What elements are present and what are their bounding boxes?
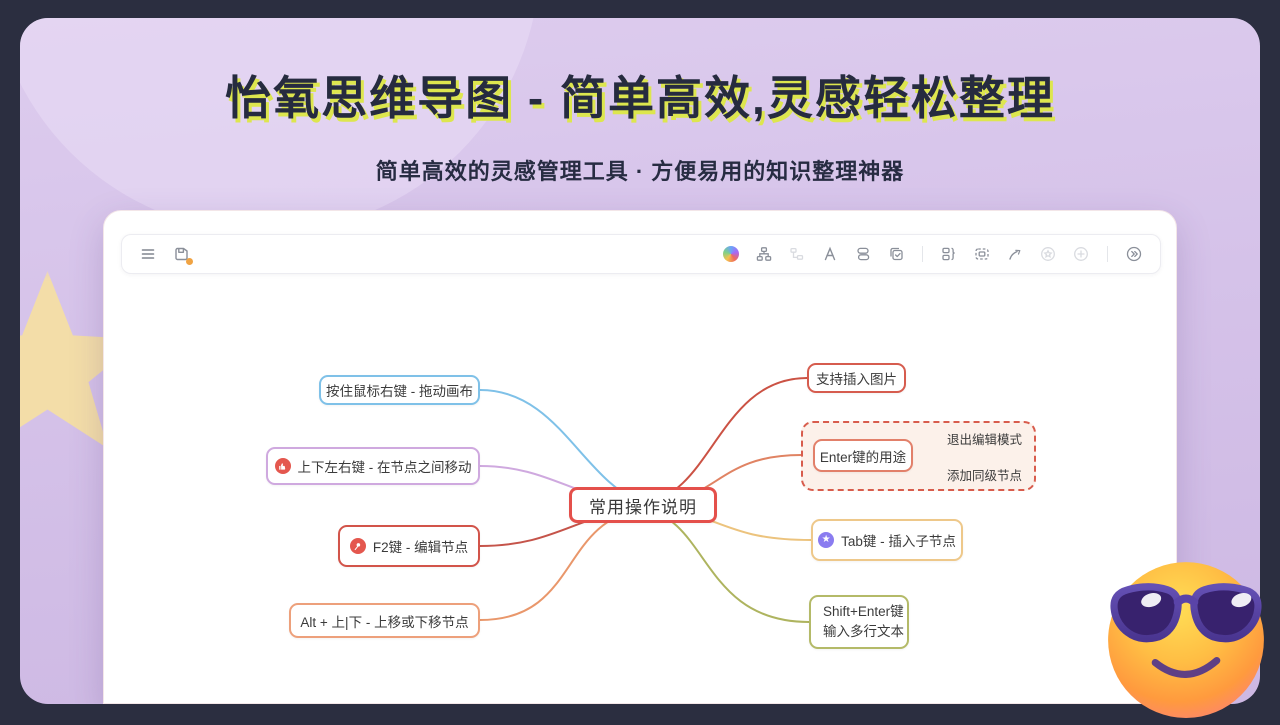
toolbar-left-group xyxy=(138,244,193,265)
root-node-label: 常用操作说明 xyxy=(589,497,697,517)
pushpin-icon xyxy=(349,538,366,554)
node-drag-canvas[interactable]: 按住鼠标右键 - 拖动画布 xyxy=(319,375,480,405)
child-exit-edit-mode[interactable]: 退出编辑模式 xyxy=(947,433,1023,447)
node-f2-edit[interactable]: F2键 - 编辑节点 xyxy=(338,525,480,567)
save-icon[interactable] xyxy=(171,244,193,265)
page-subtitle: 简单高效的灵感管理工具 · 方便易用的知识整理神器 xyxy=(375,159,905,184)
thumbs-up-icon xyxy=(274,458,291,474)
root-node[interactable]: 常用操作说明 xyxy=(569,487,717,523)
toolbar xyxy=(121,234,1161,274)
node-label: Enter键的用途 xyxy=(819,449,907,465)
child-add-sibling-node[interactable]: 添加同级节点 xyxy=(947,469,1023,483)
menu-icon[interactable] xyxy=(138,244,158,264)
hero-section: 怡氧思维导图 - 简单高效,灵感轻松整理 简单高效的灵感管理工具 · 方便易用的… xyxy=(20,62,1260,186)
expand-more-icon[interactable] xyxy=(1124,244,1144,264)
node-arrow-keys[interactable]: 上下左右键 - 在节点之间移动 xyxy=(266,447,480,485)
toolbar-divider xyxy=(1107,246,1108,262)
node-insert-image[interactable]: 支持插入图片 xyxy=(807,363,906,393)
node-label-line2: 输入多行文本 xyxy=(823,623,904,639)
relation-line-icon[interactable] xyxy=(1005,244,1025,264)
medal-icon-disabled xyxy=(1038,244,1058,264)
node-label: Tab键 - 插入子节点 xyxy=(841,534,956,549)
node-label: F2键 - 编辑节点 xyxy=(372,540,469,555)
node-label: Alt + 上|下 - 上移或下移节点 xyxy=(300,614,469,630)
branch-line xyxy=(642,508,810,623)
sibling-node-icon-disabled xyxy=(787,244,807,264)
unsaved-badge xyxy=(186,258,193,265)
star-icon: ★ xyxy=(818,532,835,548)
add-node-icon-disabled xyxy=(1071,244,1091,264)
outer-frame-icon[interactable] xyxy=(972,244,992,264)
toolbar-divider xyxy=(922,246,923,262)
layout-structure-icon[interactable] xyxy=(754,244,774,264)
sunglasses-emoji xyxy=(1104,556,1268,720)
node-shift-enter[interactable]: Shift+Enter键 输入多行文本 xyxy=(809,595,909,649)
toolbar-right-group xyxy=(721,244,1144,264)
text-style-icon[interactable] xyxy=(820,244,840,264)
node-label-line1: Shift+Enter键 xyxy=(823,603,904,619)
node-label: 按住鼠标右键 - 拖动画布 xyxy=(326,384,473,399)
summary-brace-icon[interactable] xyxy=(939,244,959,264)
node-label: 上下左右键 - 在节点之间移动 xyxy=(297,460,472,475)
todo-check-icon[interactable] xyxy=(886,244,906,264)
node-shape-icon[interactable] xyxy=(853,244,873,264)
branch-line xyxy=(479,508,644,621)
branch-line xyxy=(642,377,808,504)
node-enter-key[interactable]: Enter键的用途 xyxy=(813,439,913,472)
node-label: 支持插入图片 xyxy=(816,372,897,387)
framed-background: 怡氧思维导图 - 简单高效,灵感轻松整理 简单高效的灵感管理工具 · 方便易用的… xyxy=(20,18,1260,704)
color-theme-icon[interactable] xyxy=(721,244,741,264)
app-window: 常用操作说明 按住鼠标右键 - 拖动画布 上下左右键 - 在节点之间移动 xyxy=(103,210,1177,704)
node-alt-move[interactable]: Alt + 上|下 - 上移或下移节点 xyxy=(289,603,480,638)
node-tab-key[interactable]: ★ Tab键 - 插入子节点 xyxy=(811,519,963,561)
page-title: 怡氧思维导图 - 简单高效,灵感轻松整理 xyxy=(225,72,1055,124)
